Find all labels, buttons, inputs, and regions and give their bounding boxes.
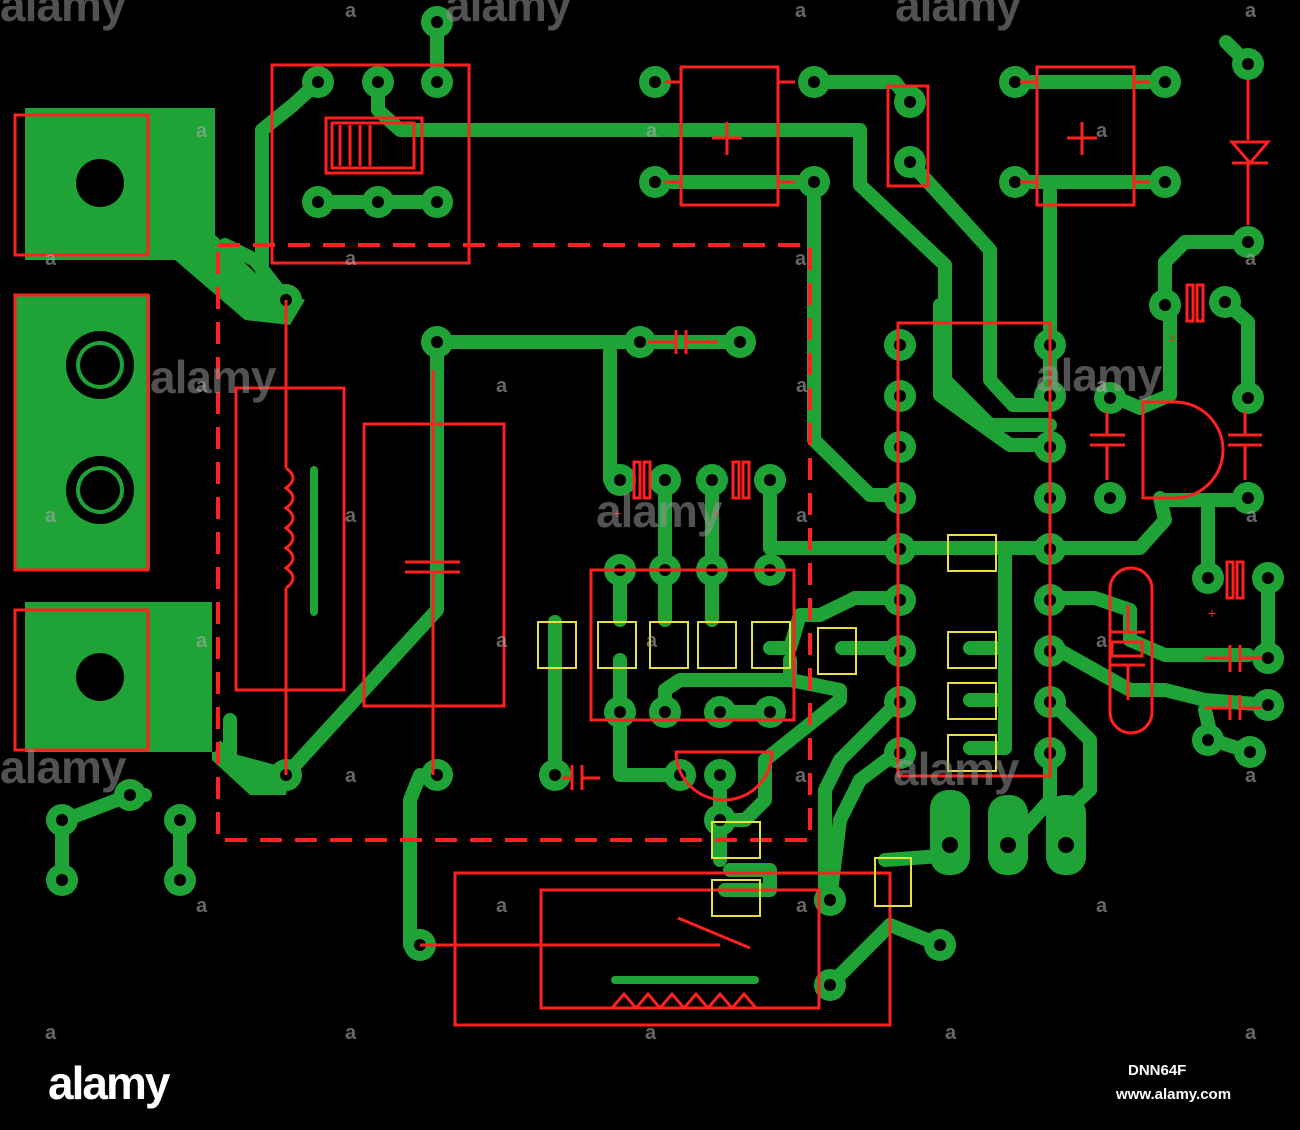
pad-hole (1159, 176, 1171, 188)
svg-text:+: + (613, 505, 621, 521)
pad-hole (1104, 492, 1116, 504)
pad-hole (904, 156, 916, 168)
pad-hole (1242, 236, 1254, 248)
pad-hole (549, 769, 561, 781)
pad-hole (894, 441, 906, 453)
pad-hole (808, 76, 820, 88)
pad-hole (1242, 492, 1254, 504)
footer-url: www.alamy.com (1116, 1086, 1232, 1103)
footer-logo: alamy (48, 1057, 170, 1109)
pad-hole (1242, 58, 1254, 70)
pad-hole (1009, 76, 1021, 88)
pad-hole (124, 789, 136, 801)
pad-hole (734, 336, 746, 348)
pad-hole (312, 76, 324, 88)
pad-hole (634, 336, 646, 348)
pad-hole (174, 874, 186, 886)
svg-text:+: + (1168, 329, 1176, 345)
pad-hole (824, 894, 836, 906)
pad-hole (894, 645, 906, 657)
pad-hole (659, 706, 671, 718)
mounting-holes (66, 159, 1074, 853)
pad-hole (649, 76, 661, 88)
footer-image-id: DNN64F (1128, 1062, 1187, 1079)
pad-hole (659, 474, 671, 486)
pad-hole (934, 939, 946, 951)
pad-hole (714, 814, 726, 826)
pad-hole (764, 474, 776, 486)
pad-hole (1242, 392, 1254, 404)
pad-hole (764, 706, 776, 718)
pad-hole (56, 874, 68, 886)
pad-hole (894, 747, 906, 759)
pad-hole (894, 339, 906, 351)
pad-hole (894, 594, 906, 606)
pad-hole (1244, 746, 1256, 758)
pad-hole (312, 196, 324, 208)
pad-hole (904, 96, 916, 108)
pad-hole (714, 769, 726, 781)
pad-hole (174, 814, 186, 826)
pad-hole (431, 16, 443, 28)
pad-hole (808, 176, 820, 188)
svg-text:+: + (712, 505, 720, 521)
pad-hole (1202, 734, 1214, 746)
pad-hole (1262, 652, 1274, 664)
pad-hole (431, 196, 443, 208)
pad-hole (1262, 699, 1274, 711)
small-polarized-caps (632, 283, 1245, 600)
pad-hole (372, 76, 384, 88)
pad-hole (894, 492, 906, 504)
pad-hole (1104, 392, 1116, 404)
pad-hole (714, 706, 726, 718)
pad-hole (431, 336, 443, 348)
pad-hole (56, 814, 68, 826)
silkscreen-outlines (13, 63, 1272, 1027)
pad-hole (824, 979, 836, 991)
pad-hole (894, 390, 906, 402)
pad-hole (1159, 76, 1171, 88)
smd-pads (537, 534, 997, 917)
svg-text:+: + (1208, 605, 1216, 621)
pad-hole (1219, 296, 1231, 308)
component-bodies (310, 466, 759, 984)
pad-hole (614, 474, 626, 486)
pad-hole (1262, 572, 1274, 584)
pad-hole (894, 543, 906, 555)
polarity-marks: + + + + (613, 329, 1216, 621)
pad-hole (706, 474, 718, 486)
pad-hole (1009, 176, 1021, 188)
pad-hole (614, 706, 626, 718)
pad-hole (894, 696, 906, 708)
pad-hole (649, 176, 661, 188)
pad-hole (431, 76, 443, 88)
pad-hole (372, 196, 384, 208)
pad-hole (1202, 572, 1214, 584)
pad-hole (1159, 299, 1171, 311)
